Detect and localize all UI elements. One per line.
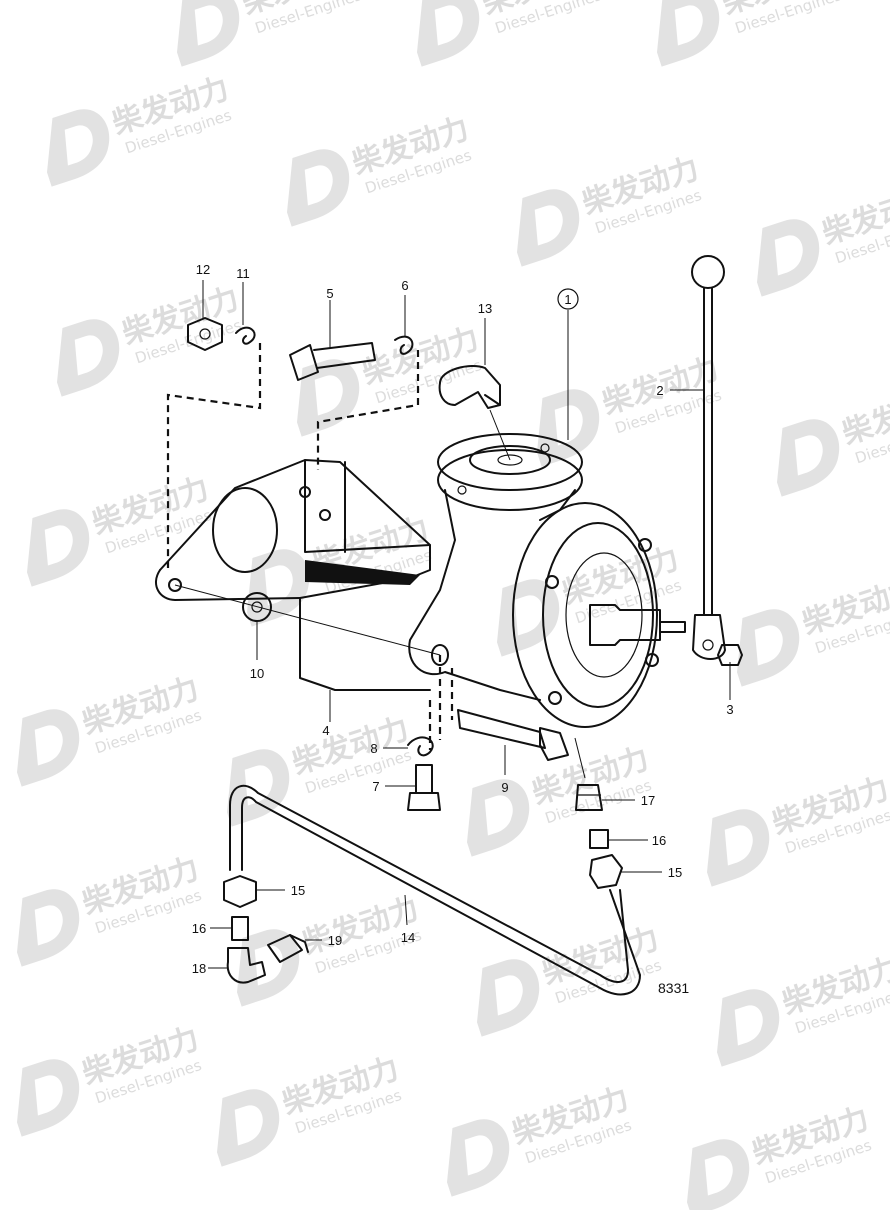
callout-16-right: 16 (652, 833, 666, 848)
fuel-pipe-part-14 (229, 784, 641, 996)
callout-15-right: 15 (668, 865, 682, 880)
lock-washer-part-11 (235, 326, 256, 345)
watermark-logo (236, 929, 300, 1007)
bolt-part-7 (407, 764, 441, 811)
nut-part-12 (187, 317, 223, 351)
callout-18: 18 (192, 961, 206, 976)
union-part-19 (267, 934, 309, 963)
ferrule-part-16a (231, 916, 249, 941)
watermark-logo (16, 1059, 80, 1137)
callout-leaders (202, 280, 731, 969)
watermark-logo (476, 959, 540, 1037)
callout-13: 13 (478, 301, 492, 316)
watermark-logo (16, 709, 80, 787)
watermark-logo (446, 1119, 510, 1197)
callout-9: 9 (501, 780, 508, 795)
watermark-logo (466, 779, 530, 857)
watermark-logo (46, 109, 110, 187)
adapter-part-17 (575, 784, 603, 811)
bolt-part-9 (457, 709, 569, 761)
pump-housing-part-1 (408, 433, 686, 728)
watermark-logo (16, 889, 80, 967)
watermark-logo (776, 419, 840, 497)
elbow-fitting-part-13 (438, 364, 501, 409)
callout-16-left: 16 (192, 921, 206, 936)
assembly-dash-lines (166, 343, 454, 750)
watermark-logo (416, 0, 480, 67)
callout-14: 14 (401, 930, 415, 945)
watermark-logo (226, 749, 290, 827)
callout-labels: 1 2 3 4 5 6 7 8 9 10 11 12 13 14 15 15 1… (192, 262, 734, 976)
bracket-part-4 (155, 459, 431, 691)
watermark-logo (736, 609, 800, 687)
callout-1-circle (557, 288, 579, 310)
watermark-logo (756, 219, 820, 297)
callout-3: 3 (726, 702, 733, 717)
nut-part-15b (589, 854, 623, 889)
lock-washer-part-8 (407, 736, 434, 757)
watermark-logo (286, 149, 350, 227)
callout-17: 17 (641, 793, 655, 808)
lock-washer-part-6 (394, 335, 414, 355)
assembly-thin-lines (174, 409, 586, 779)
watermark-logo (176, 0, 240, 67)
callout-4: 4 (322, 723, 329, 738)
callout-8: 8 (370, 741, 377, 756)
callout-12: 12 (196, 262, 210, 277)
watermark-logo (716, 989, 780, 1067)
callout-19: 19 (328, 933, 342, 948)
ferrule-part-16b (589, 829, 609, 849)
watermark-logo (656, 0, 720, 67)
callout-1: 1 (564, 292, 571, 307)
watermark-logo (686, 1139, 750, 1210)
lever-part-2 (691, 255, 726, 660)
nut-part-3 (717, 644, 743, 666)
watermark-logo (536, 389, 600, 467)
callout-7: 7 (372, 779, 379, 794)
nut-part-15a (223, 875, 257, 908)
callout-10: 10 (250, 666, 264, 681)
watermark-logo (26, 509, 90, 587)
watermark-logo (216, 1089, 280, 1167)
callout-5: 5 (326, 286, 333, 301)
watermark-logo (516, 189, 580, 267)
watermark-logo (56, 319, 120, 397)
callout-6: 6 (401, 278, 408, 293)
callout-15-left: 15 (291, 883, 305, 898)
drawing-number: 8331 (658, 980, 689, 996)
callout-11: 11 (236, 266, 250, 281)
bolt-part-5 (289, 342, 376, 381)
callout-2: 2 (656, 383, 663, 398)
watermark-logo (706, 809, 770, 887)
watermark-logo (296, 359, 360, 437)
elbow-part-18 (226, 947, 266, 984)
